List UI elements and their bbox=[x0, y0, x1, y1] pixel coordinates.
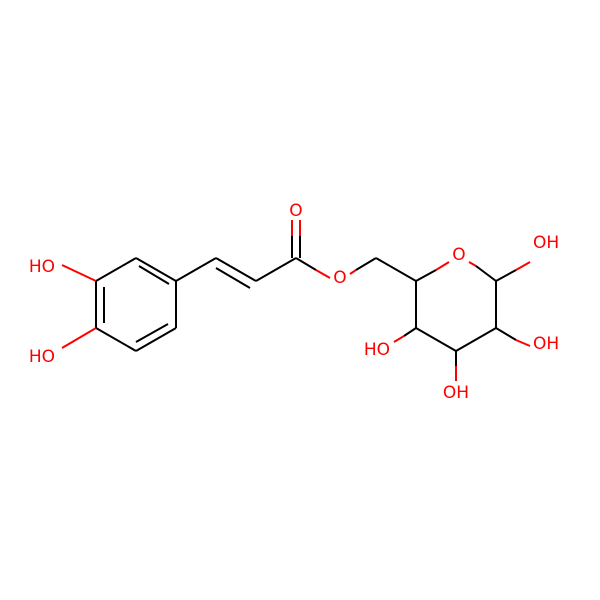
bond-ring-c3-c4 bbox=[135, 327, 177, 352]
bond-c3-c4 bbox=[415, 327, 457, 352]
label-ho-para: HO bbox=[29, 347, 55, 367]
bond-vinyl-carbonyl bbox=[255, 257, 297, 282]
bond-c2-c3 bbox=[455, 327, 497, 352]
bond-c2-oh-c bbox=[495, 327, 517, 341]
bond-c5-ringO-c bbox=[415, 269, 437, 282]
bond-c2-oh-o bbox=[515, 339, 531, 347]
bond-c1-oh-c bbox=[495, 269, 517, 282]
bond-c-esterO-o bbox=[315, 269, 331, 279]
bond-esterO-ch2-o bbox=[349, 269, 357, 275]
label-oh-c2: OH bbox=[533, 334, 559, 354]
bond-c4-oh-c bbox=[403, 327, 417, 337]
bond-esterO-ch2-c bbox=[355, 257, 377, 271]
bond-vinyl-double-b bbox=[215, 267, 251, 289]
bond-c1-oh-o bbox=[515, 261, 531, 271]
bond-c-esterO-c bbox=[295, 257, 317, 271]
label-ho-meta: HO bbox=[29, 257, 55, 277]
label-oh-anomeric: OH bbox=[533, 233, 559, 253]
bond-ringO-c1-o bbox=[468, 261, 477, 267]
label-carbonyl-o: O bbox=[289, 201, 302, 221]
bond-ring-c1-c2 bbox=[135, 257, 177, 282]
pyranose-ring bbox=[415, 261, 497, 352]
bond-ringO-c1-c bbox=[475, 265, 497, 282]
bond-c-oh-meta bbox=[61, 264, 97, 282]
bond-vinyl-double-a bbox=[215, 257, 257, 282]
benzene-ring bbox=[95, 257, 177, 352]
bond-ch2-c5 bbox=[375, 257, 417, 282]
bond-aromatic-inner-1 bbox=[138, 265, 170, 285]
bond-ring-c6-c1 bbox=[95, 257, 137, 282]
bond-c4-oh-o bbox=[393, 335, 405, 343]
bond-c-oh-para bbox=[61, 327, 97, 349]
bond-ring-vinyl bbox=[175, 257, 217, 282]
bond-aromatic-inner-2 bbox=[135, 323, 169, 343]
bond-c5-ringO-o bbox=[435, 261, 450, 271]
label-ho-c4: HO bbox=[364, 340, 390, 360]
label-oh-c3: OH bbox=[443, 383, 469, 403]
label-ester-o: O bbox=[333, 268, 346, 288]
bond-ring-c4-c5 bbox=[95, 327, 137, 352]
label-ring-o: O bbox=[452, 245, 465, 265]
